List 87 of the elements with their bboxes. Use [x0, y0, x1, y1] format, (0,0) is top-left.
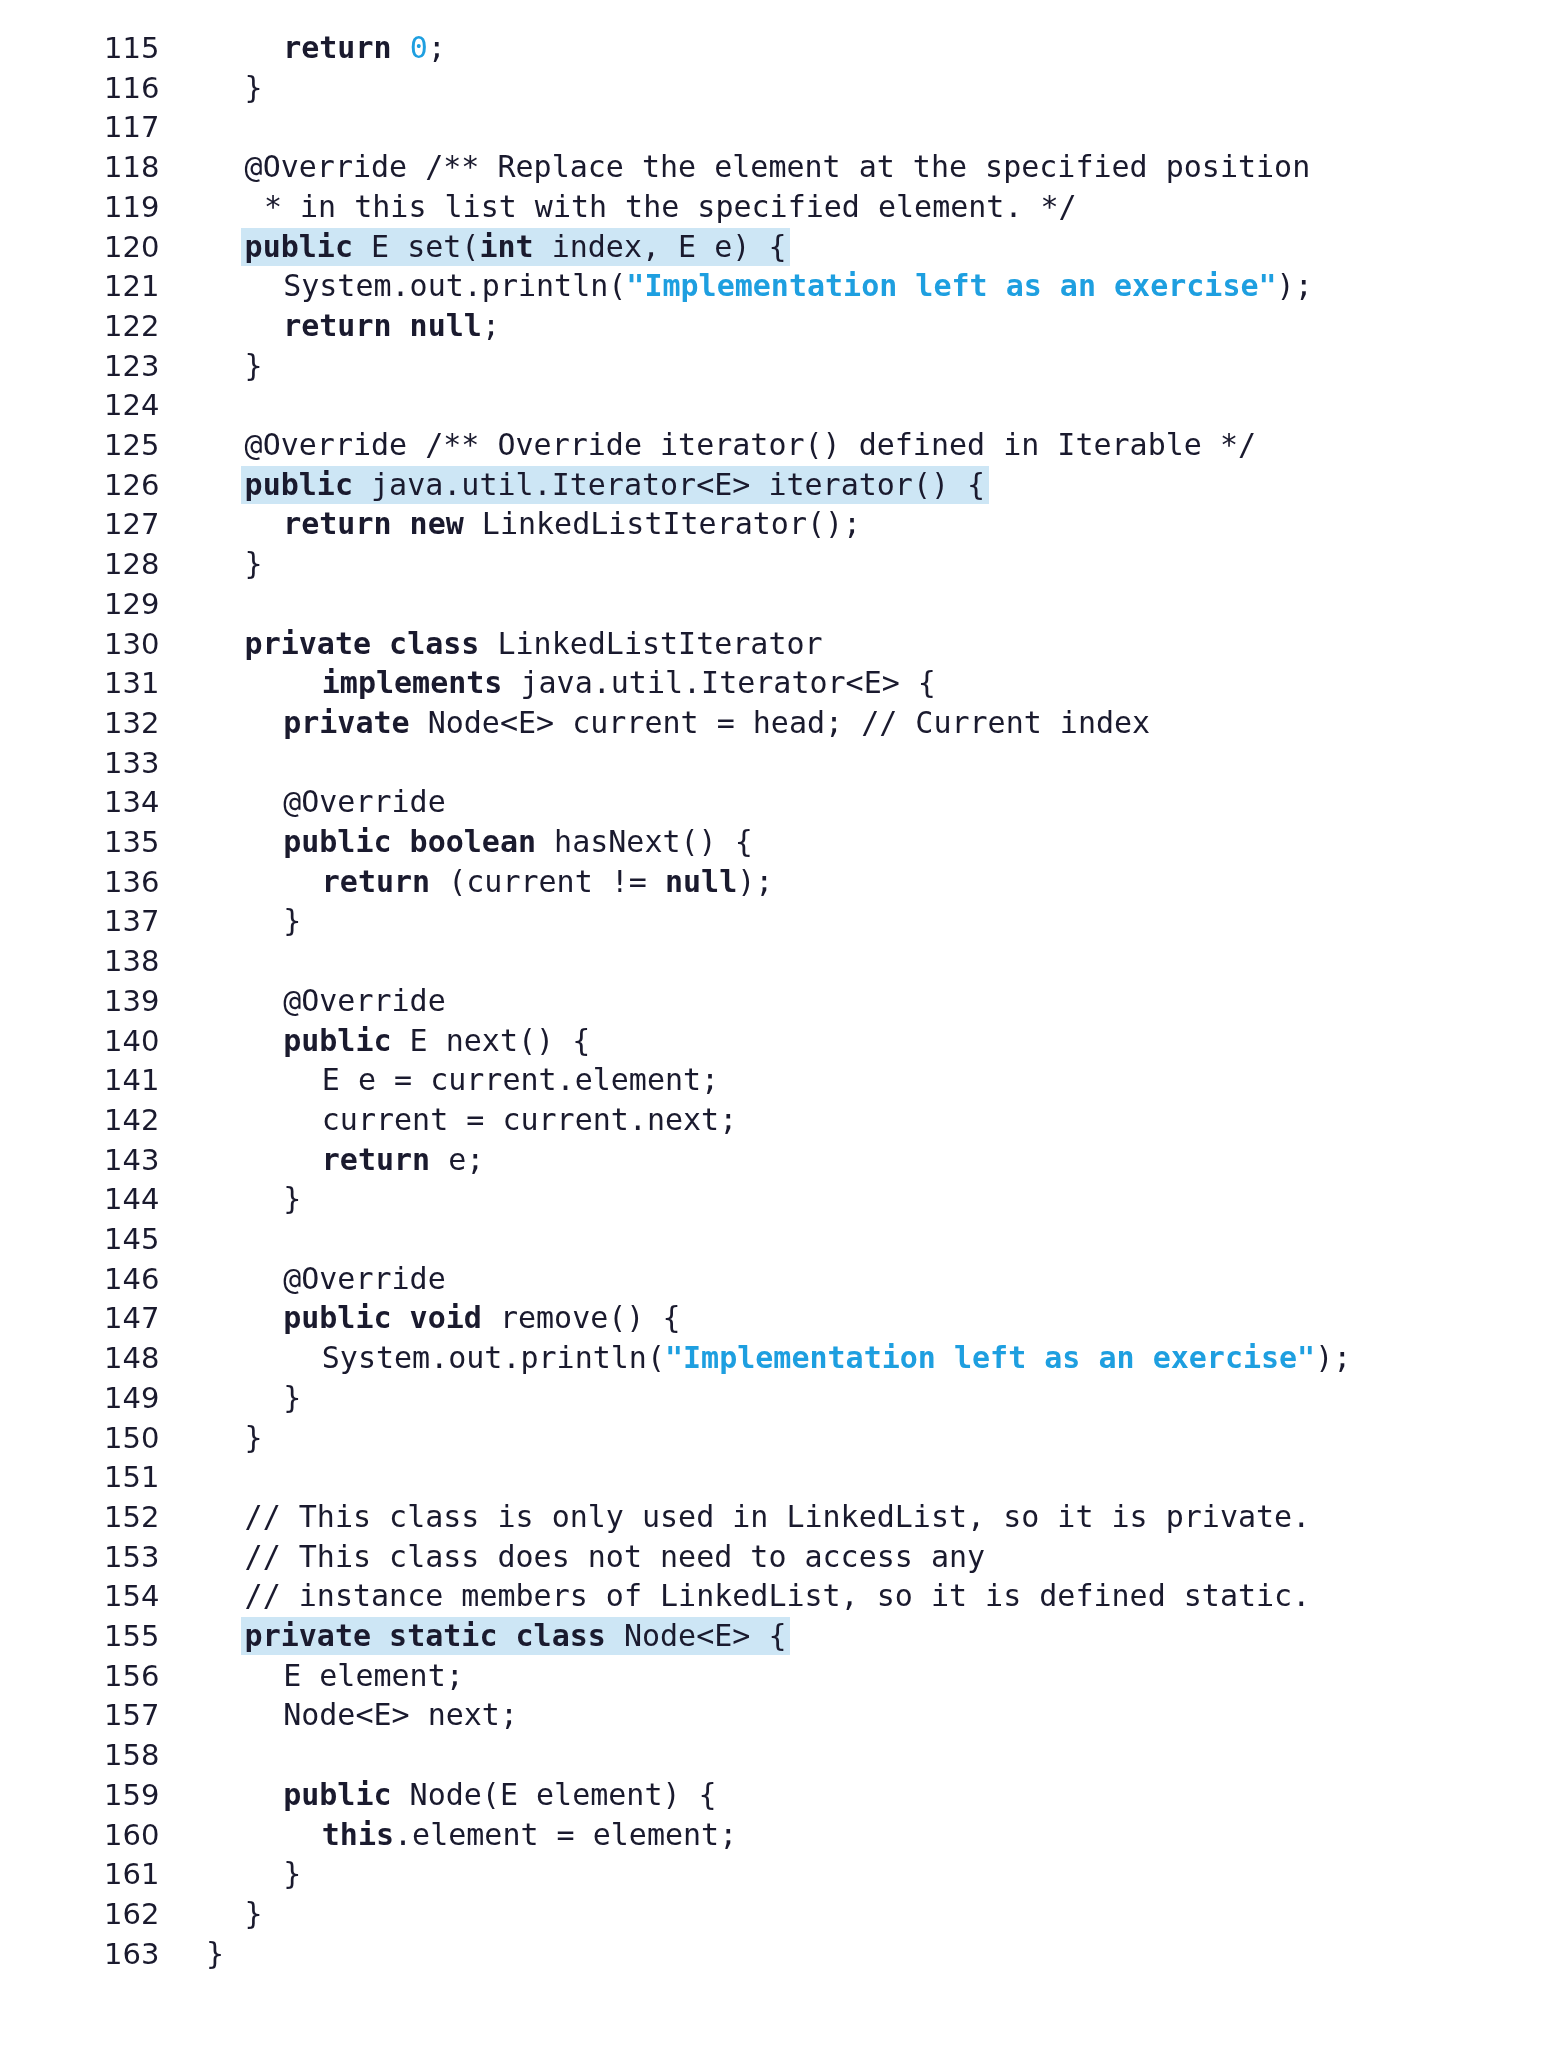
line-number: 136 [104, 863, 160, 901]
line-number: 127 [104, 506, 160, 544]
line-number: 132 [104, 704, 160, 742]
code-line: @Override /** Replace the element at the specified position [244, 148, 1311, 187]
code-line: return null; [283, 306, 500, 345]
line-number: 124 [104, 387, 160, 425]
code-line: } [244, 1418, 263, 1457]
line-number: 162 [104, 1895, 160, 1933]
code-line: // instance members of LinkedList, so it is defined static. [244, 1577, 1311, 1616]
line-number: 120 [104, 228, 160, 266]
code-line: } [283, 1180, 302, 1219]
code-line: } [244, 68, 263, 107]
line-number: 133 [104, 744, 160, 782]
line-number: 163 [104, 1935, 160, 1973]
code-line: } [283, 902, 302, 941]
code-line: private Node<E> current = head; // Current index [283, 703, 1151, 742]
line-number: 137 [104, 903, 160, 941]
line-number: 128 [104, 546, 160, 584]
line-number: 123 [104, 347, 160, 385]
code-line: } [244, 545, 263, 584]
code-line: // This class does not need to access any [244, 1537, 986, 1576]
code-line: return 0; [283, 29, 446, 67]
line-number: 156 [104, 1657, 160, 1695]
line-number: 131 [104, 665, 160, 703]
line-number: 121 [104, 268, 160, 306]
code-line: E e = current.element; [321, 1061, 720, 1100]
line-number: 135 [104, 824, 160, 861]
line-number: 126 [104, 466, 160, 504]
code-line: @Override [283, 1259, 446, 1298]
code-line: implements java.util.Iterator<E> { [321, 664, 936, 703]
code-line: E element; [283, 1656, 464, 1695]
code-line: Node<E> next; [283, 1696, 518, 1735]
code-line: this.element = element; [321, 1815, 738, 1854]
code-line: public E next() { [283, 1021, 591, 1060]
line-number: 151 [104, 1459, 160, 1497]
code-line: return (current != null); [321, 862, 774, 901]
code-line: public Node(E element) { [283, 1775, 717, 1814]
line-number: 118 [104, 149, 160, 187]
code-line: public void remove() { [283, 1299, 681, 1338]
line-number: 147 [104, 1300, 160, 1338]
code-line: } [244, 346, 263, 385]
line-number: 146 [104, 1260, 160, 1298]
line-number: 143 [104, 1141, 160, 1179]
code-line: // This class is only used in LinkedList, so it is private. [244, 1497, 1311, 1536]
line-number: 134 [104, 784, 160, 822]
line-number: 159 [104, 1776, 160, 1814]
line-number: 116 [104, 69, 160, 107]
line-number: 141 [104, 1062, 160, 1100]
code-line: } [244, 1894, 263, 1933]
line-number: 130 [104, 625, 160, 663]
line-number: 144 [104, 1181, 160, 1219]
line-number: 152 [104, 1498, 160, 1536]
code-line: } [206, 1934, 225, 1973]
line-number: 119 [104, 188, 160, 226]
line-number: 140 [104, 1022, 160, 1060]
line-number: 153 [104, 1538, 160, 1576]
line-number: 154 [104, 1578, 160, 1616]
line-number: 125 [104, 427, 160, 464]
code-line: public boolean hasNext() { [283, 823, 753, 861]
line-number: 160 [104, 1816, 160, 1854]
line-number: 139 [104, 982, 160, 1020]
code-line: return new LinkedListIterator(); [283, 505, 862, 544]
code-line: } [283, 1378, 302, 1417]
line-number: 145 [104, 1221, 160, 1258]
line-number: 129 [104, 585, 160, 623]
line-number: 138 [104, 943, 160, 981]
line-number: 142 [104, 1101, 160, 1139]
line-number: 122 [104, 307, 160, 345]
line-number: 157 [104, 1697, 160, 1735]
code-line: @Override /** Override iterator() defined in Iterable */ [244, 426, 1257, 464]
code-line: System.out.println("Implementation left as an exercise"); [321, 1339, 1352, 1378]
line-number: 150 [104, 1419, 160, 1457]
code-line: @Override [283, 783, 446, 822]
code-line: private class LinkedListIterator [244, 624, 823, 663]
line-number: 117 [104, 109, 160, 147]
line-number: 161 [104, 1856, 160, 1894]
code-line: return e; [321, 1140, 485, 1179]
line-number: 158 [104, 1737, 160, 1775]
code-line: * in this list with the specified element. */ [263, 187, 1077, 226]
code-line: } [283, 1855, 302, 1894]
code-line: System.out.println("Implementation left as an exercise"); [283, 267, 1313, 306]
line-number: 115 [104, 30, 160, 67]
code-line: @Override [283, 981, 446, 1020]
line-number: 155 [104, 1618, 160, 1655]
code-line: current = current.next; [321, 1100, 738, 1139]
line-number: 149 [104, 1379, 160, 1417]
line-number: 148 [104, 1340, 160, 1378]
